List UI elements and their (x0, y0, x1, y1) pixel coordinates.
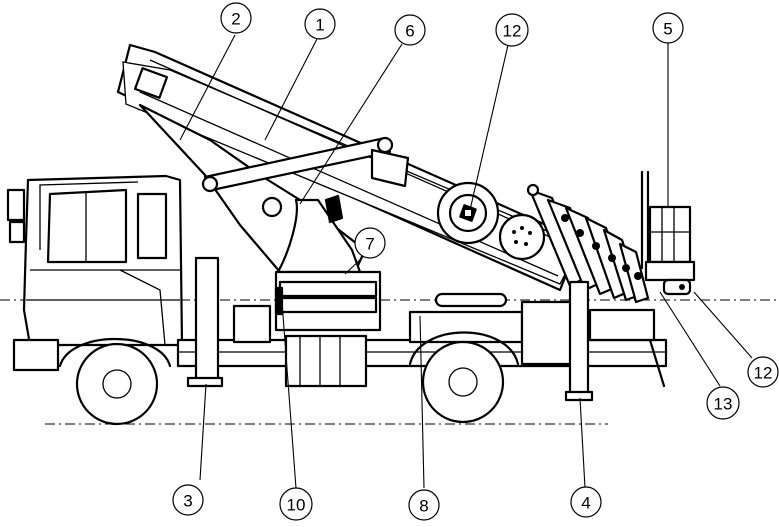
callout-5-label: 5 (663, 20, 672, 39)
callout-8: 8 (408, 489, 440, 521)
callout-12-right-label: 12 (754, 364, 773, 383)
callout-4-label: 4 (581, 494, 590, 513)
callout-10: 10 (279, 487, 313, 521)
callout-3-label: 3 (183, 492, 192, 511)
callout-6-label: 6 (405, 22, 414, 41)
callout-5: 5 (652, 12, 684, 44)
callout-12-right: 12 (747, 356, 779, 388)
callout-2-label: 2 (231, 10, 240, 29)
callout-6: 6 (394, 14, 426, 46)
leader-lines (179, 34, 753, 489)
callout-13: 13 (706, 386, 740, 420)
callout-1: 1 (304, 8, 336, 40)
callout-1-label: 1 (315, 16, 324, 35)
callout-3: 3 (172, 484, 204, 516)
truck-cab (6, 174, 184, 372)
ladder-tip (526, 183, 650, 304)
lift-strut (201, 136, 410, 193)
callout-13-label: 13 (714, 395, 733, 414)
callout-4: 4 (570, 486, 602, 518)
callout-12-top-label: 12 (503, 22, 522, 41)
rear-wheel (408, 331, 520, 424)
callout-2: 2 (220, 2, 252, 34)
front-outrigger (186, 256, 224, 388)
callout-7-label: 7 (365, 235, 374, 254)
rear-outrigger (564, 280, 594, 402)
work-basket (640, 170, 696, 296)
callout-7: 7 (354, 227, 386, 259)
boom-pedestal (138, 103, 367, 274)
callout-12-top: 12 (495, 13, 529, 47)
chassis-frame (176, 292, 668, 388)
callout-10-label: 10 (287, 496, 306, 515)
boom-pulley (436, 181, 546, 261)
front-wheel (58, 338, 172, 426)
callout-8-label: 8 (419, 497, 428, 516)
turret-housing (232, 270, 382, 388)
